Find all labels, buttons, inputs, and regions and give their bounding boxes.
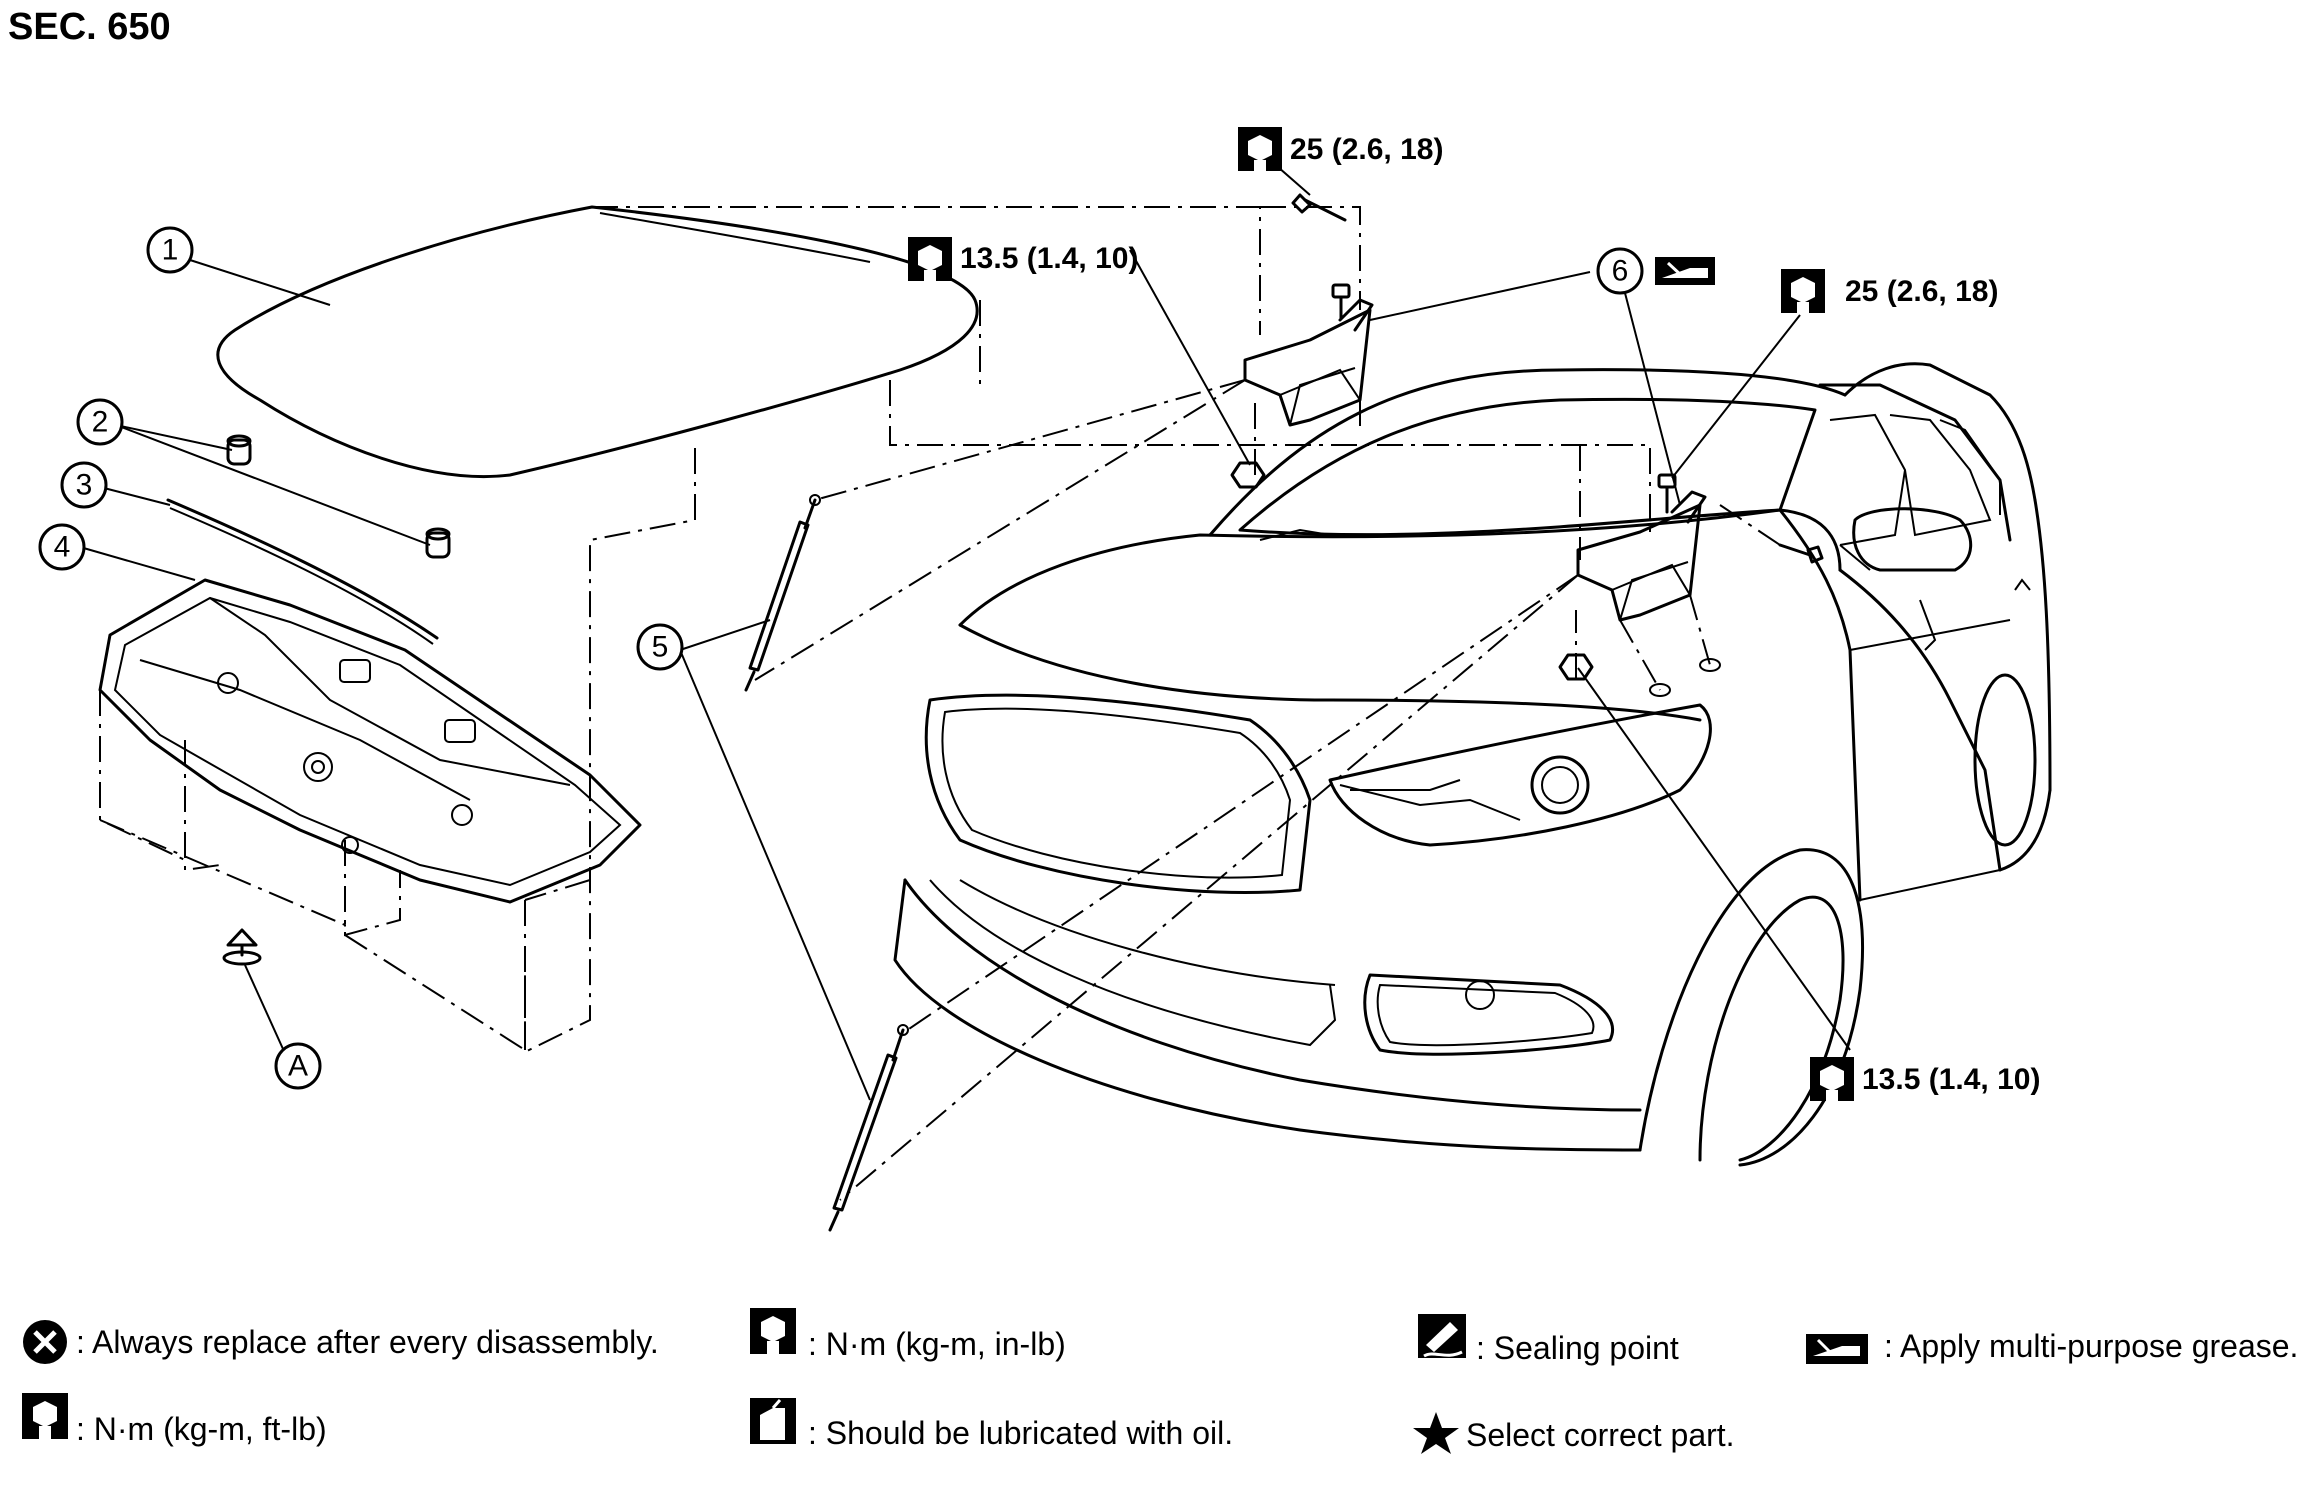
wrench-torque-icon [1238,127,1282,171]
hood-insulator [98,578,642,904]
legend-item-torque-inlb: : N·m (kg-m, in-lb) [750,1308,1066,1362]
torque-label-4: 13.5 (1.4, 10) [1810,1057,2040,1101]
insulator-clip [222,928,262,966]
hinge-bolt-side [1778,543,1824,564]
svg-text:13.5 (1.4, 10): 13.5 (1.4, 10) [960,242,1138,275]
hinge-bolt-top [1291,193,1347,222]
hood-bumper-upper [226,434,252,466]
callout-A: A [274,1042,322,1090]
svg-text:: Apply multi-purpose grease.: : Apply multi-purpose grease. [1884,1328,2298,1364]
sealing-point-icon [1418,1314,1466,1358]
hood-stay-damper-lower [828,1024,909,1232]
hood-seal-strip [166,498,439,640]
svg-text:: Sealing point: : Sealing point [1476,1330,1679,1366]
wrench-torque-icon [1810,1057,1854,1101]
hood-stay-damper-upper [744,494,821,692]
legend-item-grease: : Apply multi-purpose grease. [1806,1328,2298,1364]
callout-6: 6 [1596,247,1644,295]
hood-hinge-right [1576,490,1707,622]
legend-item-torque-ftlb: : N·m (kg-m, ft-lb) [22,1393,327,1447]
svg-text:: Should be lubricated with oi: : Should be lubricated with oil. [808,1415,1233,1451]
oil-lubricate-icon [750,1398,796,1444]
svg-text:5: 5 [652,631,669,664]
legend-item-select-part: Select correct part. [1413,1412,1735,1454]
svg-text:25 (2.6, 18): 25 (2.6, 18) [1290,133,1443,166]
grease-icon [1806,1334,1868,1364]
phantom-lines-hood [99,206,1651,1054]
svg-text:: Always replace after every d: : Always replace after every disassembly… [76,1324,659,1360]
legend-item-sealing-point: : Sealing point [1418,1314,1679,1366]
svg-text:3: 3 [76,469,93,502]
grease-icon [1655,257,1715,285]
legend-item-oil: : Should be lubricated with oil. [750,1398,1233,1451]
svg-text:6: 6 [1612,255,1629,288]
callout-2: 2 [76,398,124,446]
legend-item-always-replace: : Always replace after every disassembly… [23,1320,659,1364]
svg-text:25 (2.6, 18): 25 (2.6, 18) [1845,275,1998,308]
svg-text:Select correct part.: Select correct part. [1466,1417,1735,1453]
svg-text:2: 2 [92,406,109,439]
wrench-torque-inlb-icon [750,1308,796,1354]
hinge-nut-left [1230,461,1266,489]
leader-lines [79,159,1851,1101]
wrench-torque-icon [908,237,952,281]
callout-5: 5 [636,623,684,671]
torque-label-1: 25 (2.6, 18) [1238,127,1443,171]
svg-text:: N·m (kg-m, in-lb): : N·m (kg-m, in-lb) [808,1326,1066,1362]
phantom-lines-hinges [754,206,1781,1201]
section-label: SEC. 650 [8,6,171,48]
star-icon [1413,1412,1459,1454]
vehicle-body [893,362,2052,1167]
hood-bumper-lower [425,527,451,559]
hood-hinge-left [1243,298,1374,427]
callout-3: 3 [60,461,108,509]
hinge-nut-right [1558,653,1594,681]
wrench-torque-icon [1781,269,1825,313]
hinge-bolt-left [1331,283,1351,320]
svg-text:: N·m (kg-m, ft-lb): : N·m (kg-m, ft-lb) [76,1411,327,1447]
hood-panel [216,205,979,479]
svg-text:A: A [288,1050,308,1083]
always-replace-icon [23,1320,67,1364]
callout-4: 4 [38,523,86,571]
svg-text:4: 4 [54,531,71,564]
torque-label-3: 25 (2.6, 18) [1781,269,1998,313]
legend: : Always replace after every disassembly… [22,1308,2298,1454]
svg-text:1: 1 [162,234,179,267]
hinge-bolt-right [1657,473,1677,514]
callout-1: 1 [146,226,194,274]
torque-label-2: 13.5 (1.4, 10) [908,237,1138,281]
wrench-torque-ftlb-icon [22,1393,68,1439]
svg-text:13.5 (1.4, 10): 13.5 (1.4, 10) [1862,1063,2040,1096]
